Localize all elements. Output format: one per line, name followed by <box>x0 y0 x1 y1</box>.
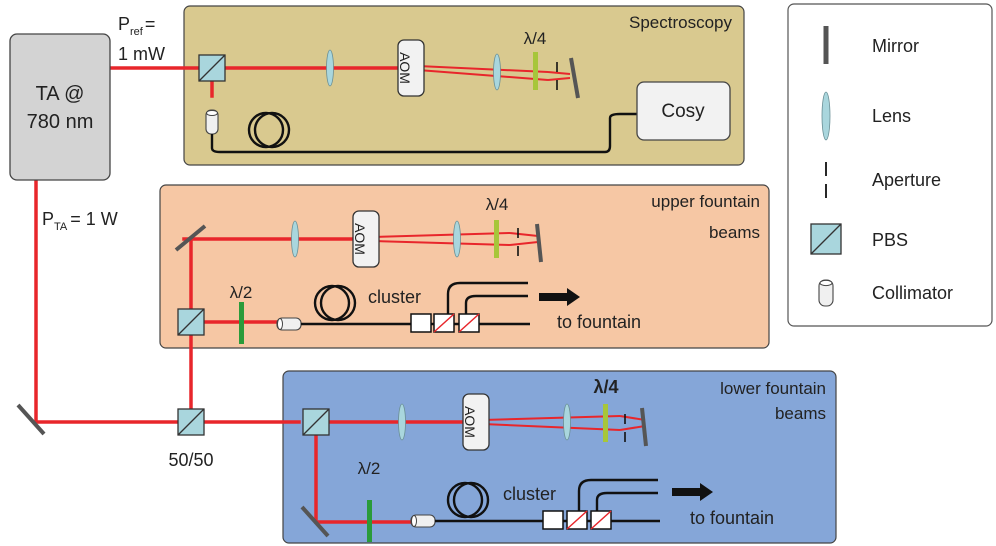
legend-label-aperture: Aperture <box>872 170 941 190</box>
upper-retro-mirror-icon <box>535 223 543 263</box>
upper-collimator-icon <box>276 317 302 331</box>
upper-lens2-icon <box>453 220 461 258</box>
tapered-amplifier-box <box>9 33 111 181</box>
ta-label-line2: 780 nm <box>27 111 94 133</box>
lower-fountain-title-line2: beams <box>775 404 826 423</box>
lower-fiber-cluster <box>542 510 612 530</box>
spectroscopy-collimator-icon <box>205 109 219 135</box>
upper-quarter-wave-plate <box>494 220 499 258</box>
upper-entry-mirror-icon <box>174 224 207 252</box>
upper-fountain-title-line1: upper fountain <box>651 192 760 211</box>
lower-hwp-label: λ/2 <box>358 459 381 478</box>
upper-aom-label: AOM <box>352 223 368 255</box>
aom-diffracted-beams <box>372 65 646 431</box>
spectroscopy-quarter-wave-plate <box>533 52 538 90</box>
lower-fountain-title-line1: lower fountain <box>720 379 826 398</box>
upper-lens-icon <box>291 220 299 258</box>
ta-label-line1: TA @ <box>36 83 85 105</box>
lower-retro-mirror-icon <box>640 407 648 447</box>
lower-pbs-icon <box>302 408 330 436</box>
svg-text:PTA= 1 W: PTA= 1 W <box>42 209 118 233</box>
upper-fountain-panel <box>159 184 770 349</box>
legend-label-pbs: PBS <box>872 230 908 250</box>
legend-label-lens: Lens <box>872 106 911 126</box>
legend-label-mirror: Mirror <box>872 36 919 56</box>
lower-fountain-panel <box>282 370 837 544</box>
spectroscopy-fiber <box>210 111 637 154</box>
svg-text:Pref=: Pref= <box>118 14 155 38</box>
spectroscopy-aom-label: AOM <box>397 52 413 84</box>
lower-qwp-label: λ/4 <box>593 377 618 397</box>
lower-half-wave-plate <box>367 500 372 542</box>
upper-half-wave-plate <box>239 302 244 344</box>
cosy-label: Cosy <box>661 101 705 122</box>
spectroscopy-mirror-icon <box>569 57 580 99</box>
lower-cluster-label: cluster <box>503 484 556 504</box>
upper-fiber-cluster <box>410 313 480 333</box>
main-corner-mirror-icon <box>16 403 46 436</box>
spectroscopy-lens2-icon <box>493 53 501 91</box>
legend-label-collimator: Collimator <box>872 283 953 303</box>
legend-collimator-icon <box>818 279 834 307</box>
lower-lens2-icon <box>563 403 571 441</box>
legend-lens-icon <box>821 91 831 141</box>
lower-corner-mirror-icon <box>300 505 330 538</box>
svg-text:1 mW: 1 mW <box>118 44 165 64</box>
spectroscopy-panel <box>183 5 745 166</box>
lower-output-arrow-icon <box>672 483 713 501</box>
lower-aom-label: AOM <box>462 406 478 438</box>
upper-output-label: to fountain <box>557 312 641 332</box>
upper-hwp-label: λ/2 <box>230 283 253 302</box>
spectroscopy-lens-icon <box>326 49 334 87</box>
cosy-box <box>636 81 731 141</box>
reference-power-label: Pref= 1 mW <box>118 14 165 64</box>
splitter-50-50-icon <box>177 408 205 436</box>
spectroscopy-title: Spectroscopy <box>629 13 732 32</box>
splitter-50-50-label: 50/50 <box>168 450 213 470</box>
lower-collimator-icon <box>410 514 436 528</box>
ta-power-label: PTA= 1 W <box>42 209 118 233</box>
spectroscopy-qwp-label: λ/4 <box>524 29 547 48</box>
lower-quarter-wave-plate <box>603 404 608 442</box>
upper-qwp-label: λ/4 <box>486 195 509 214</box>
lower-output-label: to fountain <box>690 508 774 528</box>
upper-pbs-icon <box>177 308 205 336</box>
spectroscopy-pbs-icon <box>198 54 226 82</box>
legend-pbs-icon <box>810 223 842 255</box>
upper-cluster-label: cluster <box>368 287 421 307</box>
upper-output-arrow-icon <box>539 288 580 306</box>
lower-lens-icon <box>398 403 406 441</box>
upper-fountain-title-line2: beams <box>709 223 760 242</box>
